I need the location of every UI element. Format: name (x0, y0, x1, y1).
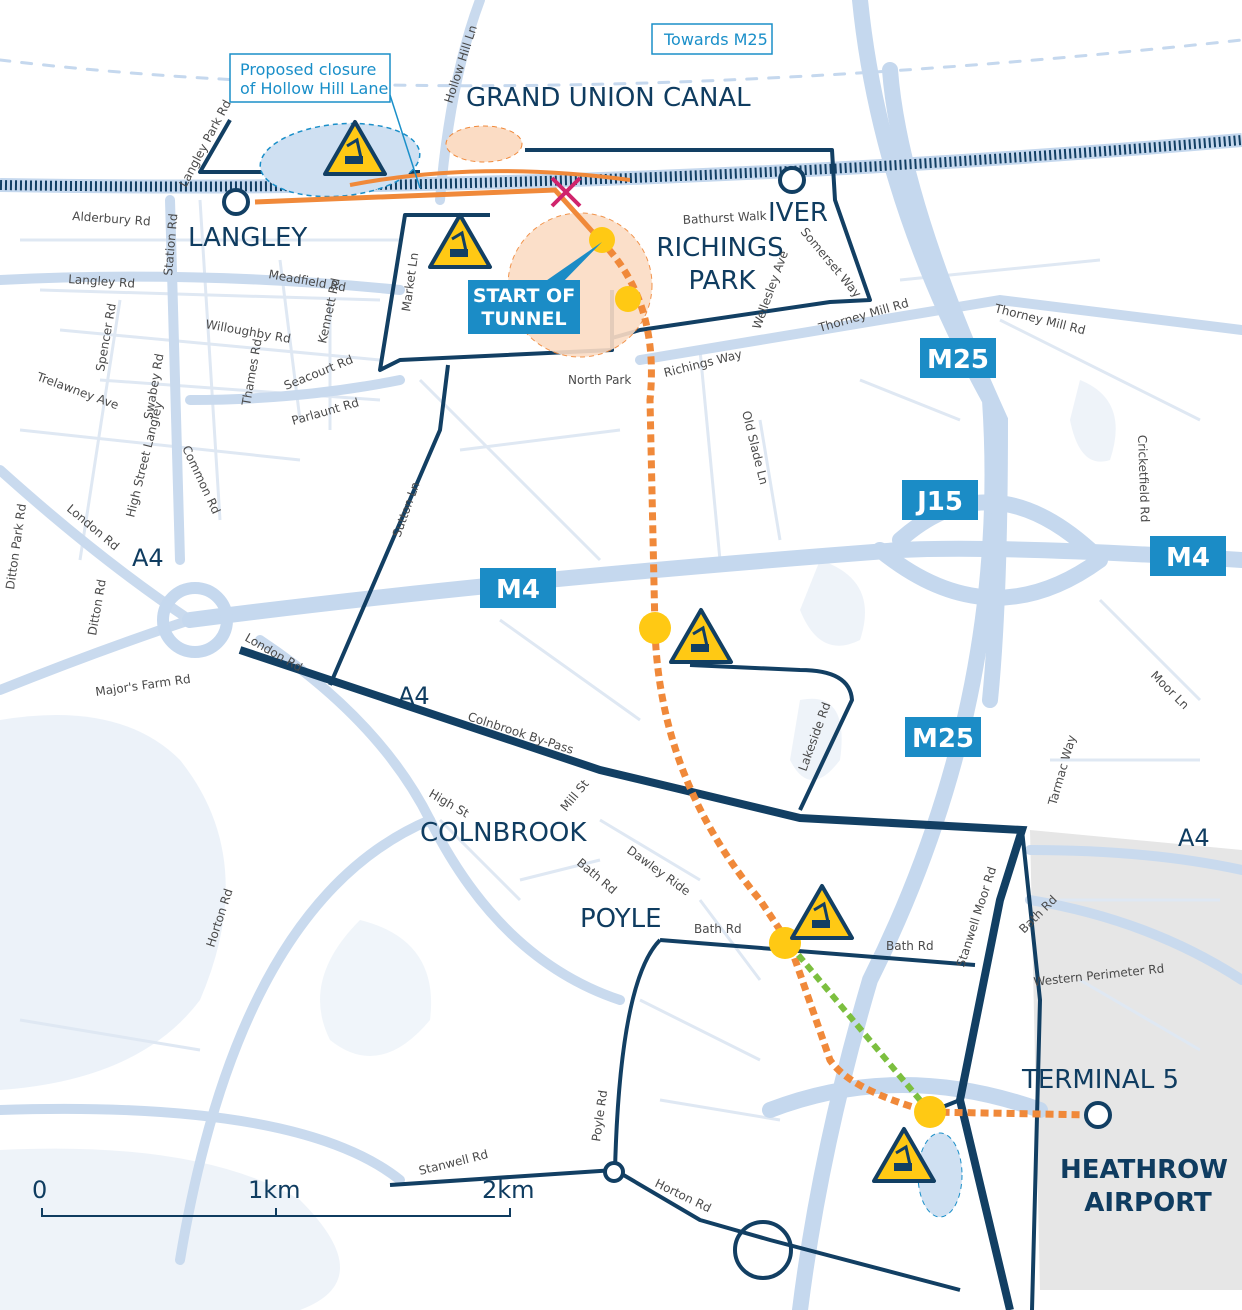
tunnel-shafts (589, 227, 946, 1128)
colnbrook-label: COLNBROOK (420, 818, 587, 848)
road-label: Poyle Rd (589, 1089, 610, 1142)
road-label: Stanwell Rd (417, 1147, 489, 1178)
m4-badge: M4 (1166, 543, 1210, 573)
closure-label-line1: Proposed closure (240, 60, 376, 79)
start-label-line1: START OF (473, 285, 575, 307)
richings-label-2: PARK (689, 266, 757, 296)
terminal5-label: TERMINAL 5 (1021, 1065, 1179, 1095)
towards-m25-callout: Towards M25 (651, 23, 773, 55)
a4-label: A4 (132, 544, 164, 572)
road-label: Bathurst Walk (682, 209, 767, 227)
construction-warning-icon (872, 1127, 936, 1183)
start-of-tunnel-callout: START OF TUNNEL (468, 242, 602, 334)
construction-warning-icon (428, 213, 492, 269)
construction-warning-icon (790, 884, 854, 940)
road-label: Bath Rd (886, 939, 934, 953)
construction-warning-icon (323, 120, 387, 176)
closure-cross-icon (550, 176, 582, 208)
construction-warning-icon (669, 608, 733, 664)
road-label: Tarmac Way (1045, 733, 1079, 807)
richings-label-1: RICHINGS (656, 233, 783, 263)
road-label: Ditton Park Rd (3, 503, 29, 591)
road-label: Langley Park Rd (176, 98, 234, 190)
scale-bar: 0 1km 2km (32, 1176, 535, 1217)
iver-label: IVER (768, 198, 828, 228)
construction-icons (323, 120, 936, 1183)
minor-streets (19, 199, 1220, 1122)
terminal5-station-icon (1084, 1101, 1112, 1129)
water-bodies (0, 380, 1116, 1310)
m25-badge: M25 (927, 345, 989, 375)
tunnel-route (254, 169, 1096, 1119)
compound-area (445, 125, 523, 163)
poyle-label: POYLE (580, 904, 662, 934)
m4-badge: M4 (496, 575, 540, 605)
road-label: Cricketfield Rd (1135, 435, 1152, 523)
road-badges: M25 J15 M4 M4 M25 (480, 338, 1226, 757)
j15-badge: J15 (915, 487, 963, 517)
shaft-marker (639, 612, 671, 644)
closure-callout: Proposed closure of Hollow Hill Lane (229, 53, 421, 189)
road-label: Market Ln (399, 252, 421, 313)
shaft-marker (615, 286, 641, 312)
start-label-line2: TUNNEL (481, 308, 566, 330)
langley-label: LANGLEY (188, 223, 307, 253)
iver-station-icon (778, 166, 806, 194)
towards-m25-label: Towards M25 (663, 30, 768, 49)
langley-station-icon (222, 188, 250, 216)
a4-label: A4 (398, 682, 430, 710)
scale-0: 0 (32, 1176, 47, 1204)
road-label: Bath Rd (694, 922, 742, 936)
heathrow-label-1: HEATHROW (1060, 1155, 1228, 1185)
road-label: Mill St (558, 777, 592, 814)
a4-label: A4 (1178, 824, 1210, 852)
place-labels: GRAND UNION CANAL LANGLEY IVER RICHINGS … (188, 83, 1228, 1218)
road-label: Langley Rd (68, 272, 136, 291)
canal-label: GRAND UNION CANAL (466, 83, 751, 113)
road-label: North Park (568, 373, 631, 387)
road-label: Ditton Rd (85, 578, 109, 636)
road-label: Station Rd (161, 213, 180, 276)
m25-badge: M25 (912, 724, 974, 754)
road-label: Parlaunt Rd (290, 395, 361, 428)
road-label: Willoughby Rd (204, 317, 291, 346)
shaft-marker (914, 1096, 946, 1128)
scale-1km: 1km (248, 1176, 301, 1204)
road-label: Sutton Ln (390, 480, 423, 539)
road-label: Moor Ln (1148, 668, 1192, 712)
closure-label-line2: of Hollow Hill Lane (240, 79, 388, 98)
shaft-marker (589, 227, 615, 253)
road-label: Alderbury Rd (72, 209, 151, 228)
road-label: Somerset Way (798, 225, 864, 300)
road-label: Major's Farm Rd (94, 672, 191, 699)
scale-2km: 2km (482, 1176, 535, 1204)
road-label: Old Slade Ln (739, 409, 771, 486)
heathrow-label-2: AIRPORT (1084, 1188, 1212, 1218)
